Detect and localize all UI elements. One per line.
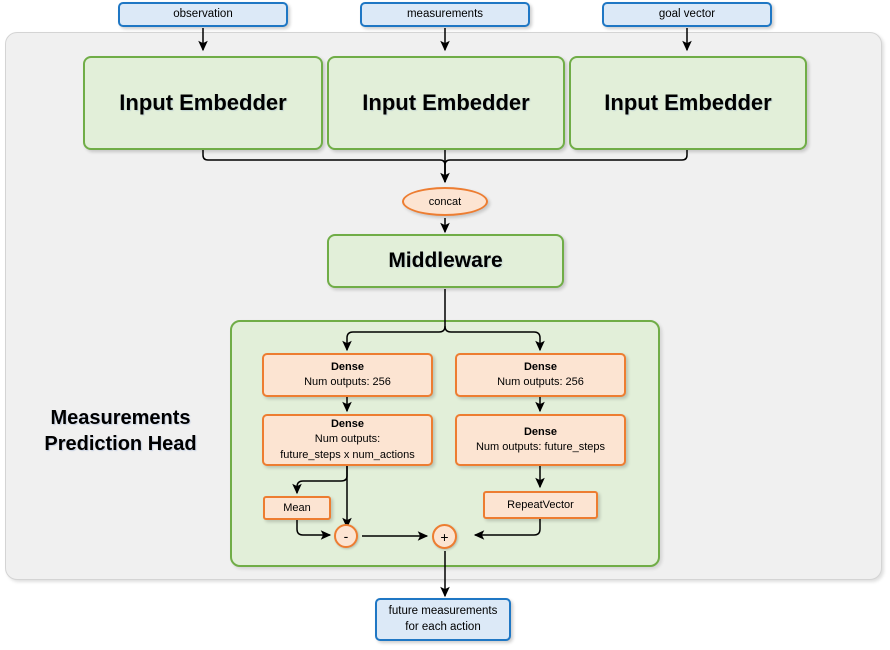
right-dense-1-title: Dense — [523, 360, 558, 373]
mean-label: Mean — [283, 502, 311, 514]
right-dense-1[interactable]: Dense Num outputs: 256 — [455, 353, 626, 397]
add-symbol: + — [440, 528, 449, 545]
head-title-line1: Measurements — [50, 407, 191, 429]
input-embedder-2-label: Input Embedder — [362, 90, 530, 115]
left-dense-2[interactable]: Dense Num outputs: future_steps x num_ac… — [262, 414, 433, 466]
head-title: Measurements Prediction Head — [18, 405, 223, 458]
input-box-goal-vector[interactable]: goal vector — [602, 2, 772, 27]
right-dense-2-title: Dense — [523, 425, 558, 438]
input-box-observation[interactable]: observation — [118, 2, 288, 27]
input-label-observation: observation — [173, 7, 233, 20]
input-box-measurements[interactable]: measurements — [360, 2, 530, 27]
input-embedder-1-label: Input Embedder — [119, 90, 287, 115]
output-label-line2: for each action — [405, 620, 481, 633]
output-label-line1: future measurements — [388, 604, 498, 617]
middleware-node[interactable]: Middleware — [327, 234, 564, 288]
left-dense-1[interactable]: Dense Num outputs: 256 — [262, 353, 433, 397]
middleware-label: Middleware — [388, 249, 503, 272]
repeat-vector-label: RepeatVector — [507, 499, 574, 511]
left-dense-2-detail-line2: future_steps x num_actions — [280, 448, 415, 461]
right-dense-1-detail: Num outputs: 256 — [497, 376, 584, 388]
concat-label: concat — [428, 195, 462, 208]
input-embedder-2[interactable]: Input Embedder — [327, 56, 565, 150]
output-box-future-measurements[interactable]: future measurements for each action — [375, 598, 511, 641]
right-dense-2-detail: Num outputs: future_steps — [475, 441, 605, 453]
input-embedder-3[interactable]: Input Embedder — [569, 56, 807, 150]
head-title-line2: Prediction Head — [44, 433, 197, 456]
input-label-goal-vector: goal vector — [658, 7, 716, 20]
subtract-symbol: - — [343, 528, 349, 544]
left-dense-2-detail-line1: Num outputs: — [314, 433, 381, 446]
input-label-measurements: measurements — [406, 7, 484, 20]
right-dense-2[interactable]: Dense Num outputs: future_steps — [455, 414, 626, 466]
add-op[interactable]: + — [432, 524, 457, 549]
concat-node[interactable]: concat — [402, 187, 488, 216]
left-dense-1-detail: Num outputs: 256 — [304, 376, 391, 388]
input-embedder-3-label: Input Embedder — [604, 90, 772, 115]
mean-node[interactable]: Mean — [263, 496, 331, 520]
input-embedder-1[interactable]: Input Embedder — [83, 56, 323, 150]
left-dense-1-title: Dense — [330, 360, 365, 373]
repeat-vector-node[interactable]: RepeatVector — [483, 491, 598, 519]
left-dense-2-title: Dense — [330, 417, 365, 430]
subtract-op[interactable]: - — [334, 524, 358, 548]
